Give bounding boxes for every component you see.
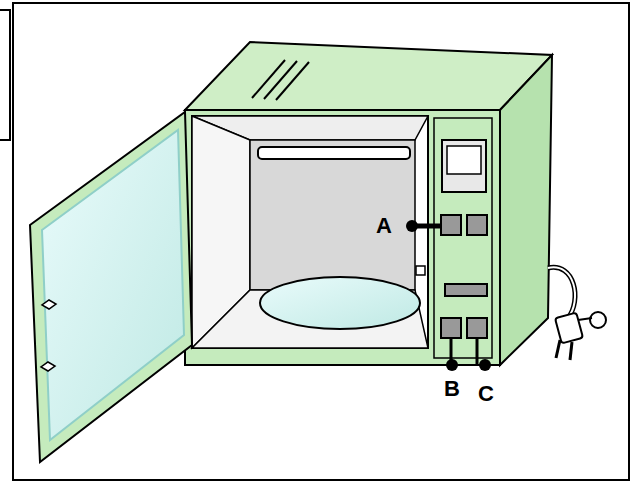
cord: [548, 267, 575, 318]
slot: [445, 284, 487, 296]
callout-letter: A: [376, 215, 392, 237]
display: [442, 140, 486, 192]
door-hinge: [42, 300, 56, 309]
door-hinge: [41, 362, 55, 371]
door-window: [42, 130, 184, 440]
plug: [555, 312, 606, 360]
display-screen: [447, 146, 481, 174]
side-face: [500, 55, 552, 365]
leaders: [406, 220, 491, 371]
button: [441, 215, 461, 235]
button: [441, 318, 461, 338]
vents: [252, 60, 309, 100]
frame: [13, 3, 629, 480]
edge-box: [0, 10, 10, 140]
back-wall: [250, 140, 415, 290]
button: [467, 215, 487, 235]
cord-core: [548, 267, 575, 318]
turntable: [260, 277, 420, 329]
button: [467, 318, 487, 338]
callout-letter: C: [478, 383, 494, 405]
front-face: [185, 110, 500, 365]
heating-element: [258, 147, 410, 159]
top-face: [185, 42, 552, 110]
door: [30, 112, 192, 462]
cavity: [192, 116, 428, 348]
door-latch: [416, 266, 425, 275]
callout-letter: B: [444, 378, 460, 400]
control-panel: [434, 118, 492, 358]
